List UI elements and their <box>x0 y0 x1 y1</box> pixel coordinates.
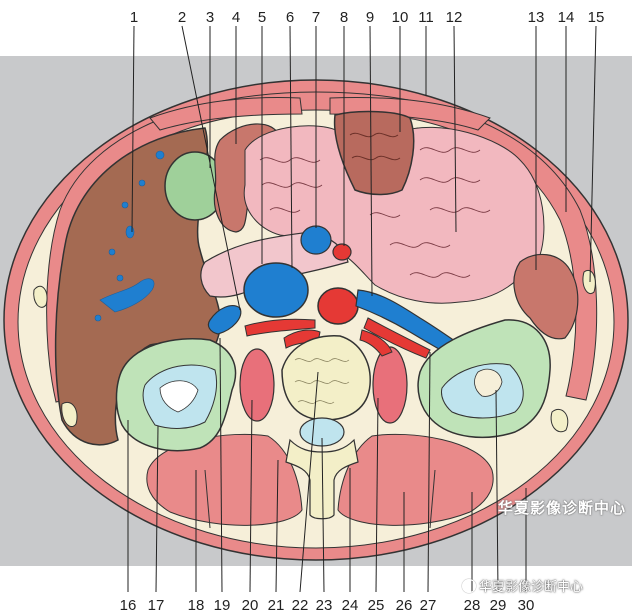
right-renal-vein <box>207 305 242 335</box>
label-23: 23 <box>316 597 333 614</box>
inferior-vena-cava <box>243 262 309 318</box>
label-18: 18 <box>188 597 205 614</box>
label-3: 3 <box>206 9 214 26</box>
label-21: 21 <box>268 597 285 614</box>
label-1: 1 <box>130 9 138 26</box>
leader-lines-top <box>131 25 597 311</box>
vertebral-body <box>281 334 371 421</box>
left-renal-pelvis <box>474 368 503 397</box>
label-16: 16 <box>120 597 137 614</box>
hepatic-vessels <box>94 150 165 322</box>
label-19: 19 <box>214 597 231 614</box>
label-2: 2 <box>178 9 186 26</box>
aorta <box>317 287 359 325</box>
left-psoas <box>372 346 408 424</box>
label-27: 27 <box>420 597 437 614</box>
diaphragm-crus-left <box>359 329 393 357</box>
right-psoas <box>239 348 275 422</box>
right-renal-pelvis <box>159 380 199 413</box>
label-25: 25 <box>368 597 385 614</box>
superior-mesenteric-vein <box>300 225 332 255</box>
label-15: 15 <box>588 9 605 26</box>
label-4: 4 <box>232 9 240 26</box>
watermark-badge-text: 华夏影像诊断中心 <box>479 580 584 595</box>
label-30: 30 <box>518 597 535 614</box>
right-flank-fat-lobule-2 <box>550 408 569 433</box>
muscle-septum-2 <box>429 469 436 529</box>
label-8: 8 <box>340 9 348 26</box>
label-5: 5 <box>258 9 266 26</box>
label-9: 9 <box>366 9 374 26</box>
label-6: 6 <box>286 9 294 26</box>
watermark-text: 华夏影像诊断中心 <box>497 499 626 517</box>
label-10: 10 <box>392 9 409 26</box>
label-12: 12 <box>446 9 463 26</box>
superior-mesenteric-artery <box>332 243 352 261</box>
left-flank-fat-lobule-2 <box>61 402 78 427</box>
label-28: 28 <box>464 597 481 614</box>
label-7: 7 <box>312 9 320 26</box>
labels-top: 1 2 3 4 5 6 7 8 9 10 11 12 13 14 15 <box>130 9 605 26</box>
left-flank-fat-lobule-1 <box>33 285 48 308</box>
back-muscle-left <box>146 433 303 526</box>
stomach-rugae <box>349 132 401 161</box>
muscle-septum-1 <box>204 469 211 529</box>
watermark-badge: 华夏影像诊断中心 <box>462 576 583 595</box>
right-renal-artery <box>244 318 316 337</box>
left-renal-artery <box>363 317 431 359</box>
label-24: 24 <box>342 597 359 614</box>
bowel-folds <box>259 147 491 278</box>
label-17: 17 <box>148 597 165 614</box>
label-20: 20 <box>242 597 259 614</box>
stomach <box>333 110 415 196</box>
label-22: 22 <box>292 597 309 614</box>
label-26: 26 <box>396 597 413 614</box>
label-13: 13 <box>528 9 545 26</box>
wechat-icon <box>462 579 476 593</box>
label-14: 14 <box>558 9 575 26</box>
label-29: 29 <box>490 597 507 614</box>
leader-lines-bottom <box>127 337 527 593</box>
label-11: 11 <box>418 9 434 26</box>
descending-colon <box>513 253 579 340</box>
labels-bottom: 16 17 18 19 20 21 22 23 24 25 26 27 28 2… <box>120 597 535 614</box>
